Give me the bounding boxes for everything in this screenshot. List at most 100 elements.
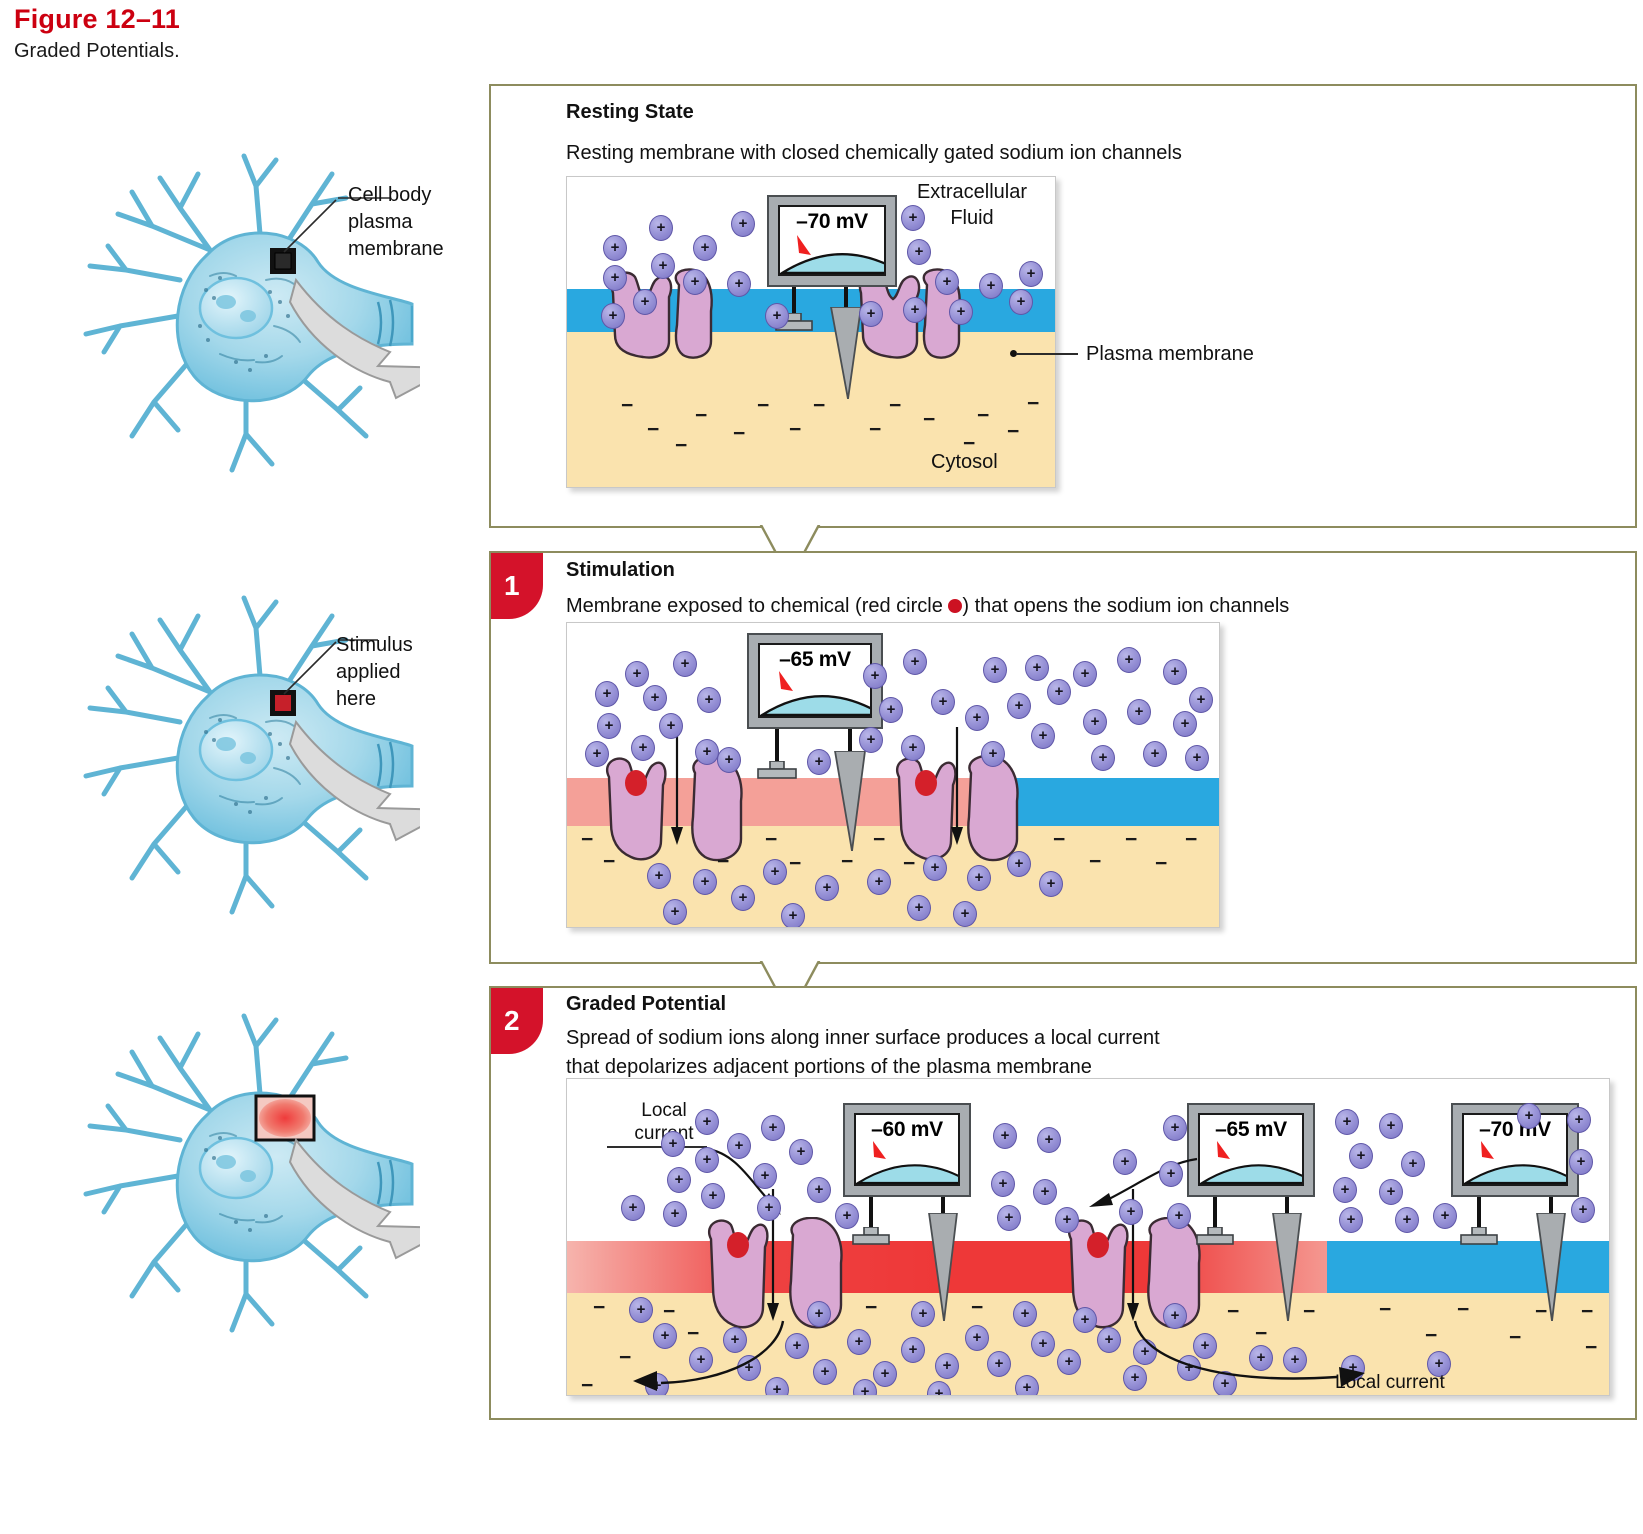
sodium-ion: +: [1091, 745, 1115, 771]
sodium-ion: +: [1379, 1179, 1403, 1205]
negative-charge: −: [1007, 420, 1020, 443]
sodium-ion: +: [1015, 1375, 1039, 1395]
sodium-ion: +: [1083, 709, 1107, 735]
sodium-ion: +: [727, 1133, 751, 1159]
label-extracellular-fluid: Extracellular Fluid: [897, 179, 1047, 231]
sodium-ion: +: [1097, 1327, 1121, 1353]
neuron-label-cell-body-plasma-membrane: Cell body plasma membrane: [348, 182, 444, 263]
voltmeter-needle-icon: [779, 671, 793, 691]
sodium-ion: +: [789, 1139, 813, 1165]
sodium-ion: +: [807, 1177, 831, 1203]
negative-charge: −: [593, 1296, 606, 1319]
neuron-label-line-3: membrane: [348, 238, 444, 260]
sodium-ion: +: [901, 1337, 925, 1363]
negative-charge: −: [873, 828, 886, 851]
sodium-ion: +: [923, 855, 947, 881]
negative-charge: −: [765, 828, 778, 851]
voltmeter-trace: [856, 1164, 958, 1184]
voltmeter-reference-lead: [775, 729, 779, 765]
sodium-ion: +: [1013, 1301, 1037, 1327]
sodium-ion: +: [813, 1359, 837, 1385]
voltmeter-trace: [1464, 1164, 1566, 1184]
sodium-ion: +: [693, 235, 717, 261]
sodium-ion: +: [765, 303, 789, 329]
sodium-ion: +: [1379, 1113, 1403, 1139]
sodium-ion: +: [1395, 1207, 1419, 1233]
sodium-ion: +: [647, 863, 671, 889]
neuron-label-line-3: here: [336, 688, 377, 710]
negative-charge: −: [695, 404, 708, 427]
sodium-channel-open-3: [889, 755, 961, 865]
sodium-ion: +: [1433, 1203, 1457, 1229]
negative-charge: −: [1125, 828, 1138, 851]
sodium-ion: +: [625, 661, 649, 687]
sodium-ion: +: [901, 205, 925, 231]
sodium-ion: +: [1055, 1207, 1079, 1233]
negative-charge: −: [603, 850, 616, 873]
sodium-ion: +: [807, 749, 831, 775]
sodium-ion: +: [761, 1115, 785, 1141]
sodium-ion: +: [1571, 1197, 1595, 1223]
sodium-ion: +: [1133, 1339, 1157, 1365]
sodium-ion: +: [1339, 1207, 1363, 1233]
figure-caption: Graded Potentials.: [14, 40, 180, 62]
label-plasma-membrane: Plasma membrane: [1086, 343, 1254, 365]
sodium-channel-open-1: [701, 1217, 773, 1333]
sodium-ion: +: [983, 657, 1007, 683]
sodium-ion: +: [1143, 741, 1167, 767]
negative-charge: −: [1581, 1300, 1594, 1323]
sodium-ion: +: [585, 741, 609, 767]
voltmeter-probe-lead: [844, 287, 848, 309]
sodium-channel-open-1: [599, 755, 671, 865]
sodium-ion: +: [935, 1353, 959, 1379]
label-local-current-left-line1: Local: [641, 1100, 687, 1121]
sodium-ion: +: [603, 235, 627, 261]
sodium-ion: +: [651, 253, 675, 279]
reference-electrode-icon: [1196, 1227, 1234, 1245]
voltmeter-stimulation: –65 mV: [747, 633, 883, 729]
sodium-ion: +: [717, 747, 741, 773]
sodium-ion: +: [723, 1327, 747, 1353]
sodium-ion: +: [629, 1297, 653, 1323]
negative-charge: −: [647, 418, 660, 441]
sodium-ion: +: [1009, 289, 1033, 315]
sodium-ion: +: [765, 1377, 789, 1395]
sodium-ion: +: [601, 303, 625, 329]
panel-desc-line-1: Spread of sodium ions along inner surfac…: [566, 1027, 1160, 1049]
sodium-ion: +: [1019, 261, 1043, 287]
sodium-ion: +: [859, 727, 883, 753]
panel-title-stimulation: Stimulation: [566, 559, 675, 581]
sodium-ion: +: [731, 885, 755, 911]
negative-charge: −: [789, 418, 802, 441]
negative-charge: −: [1379, 1298, 1392, 1321]
negative-charge: −: [1457, 1298, 1470, 1321]
sodium-ion: +: [965, 1325, 989, 1351]
sodium-ion: +: [997, 1205, 1021, 1231]
recording-electrode-icon: [1536, 1213, 1566, 1321]
sodium-ion: +: [701, 1183, 725, 1209]
panel-desc-line-2: that depolarizes adjacent portions of th…: [566, 1056, 1092, 1078]
sodium-channel-open-3: [1061, 1217, 1133, 1333]
voltmeter-reference-lead: [1213, 1197, 1217, 1231]
negative-charge: −: [1425, 1324, 1438, 1347]
negative-charge: −: [789, 852, 802, 875]
sodium-ion: +: [1127, 699, 1151, 725]
sodium-ion: +: [1173, 711, 1197, 737]
sodium-channel-open-4: [961, 755, 1023, 865]
sodium-influx-arrow-1: [671, 727, 683, 845]
voltmeter-reference-lead: [1477, 1197, 1481, 1231]
voltmeter-face: –70 mV: [1462, 1113, 1568, 1186]
sodium-ion: +: [1159, 1161, 1183, 1187]
panel-desc-stimulation-post: ) that opens the sodium ion channels: [962, 595, 1290, 617]
sodium-ion: +: [663, 1201, 687, 1227]
voltmeter-trace: [760, 695, 870, 716]
voltmeter-graded-60: –60 mV: [843, 1103, 971, 1197]
sodium-ion: +: [873, 1361, 897, 1387]
local-current-arrow-bottom-right: [1133, 1320, 1365, 1387]
sodium-ion: +: [867, 869, 891, 895]
label-extracellular-fluid-line2: Fluid: [950, 207, 994, 229]
voltmeter-probe-lead: [941, 1197, 945, 1215]
sodium-ion: +: [847, 1329, 871, 1355]
sodium-ion: +: [1123, 1365, 1147, 1391]
neuron-illustration-3: [83, 1013, 420, 1333]
